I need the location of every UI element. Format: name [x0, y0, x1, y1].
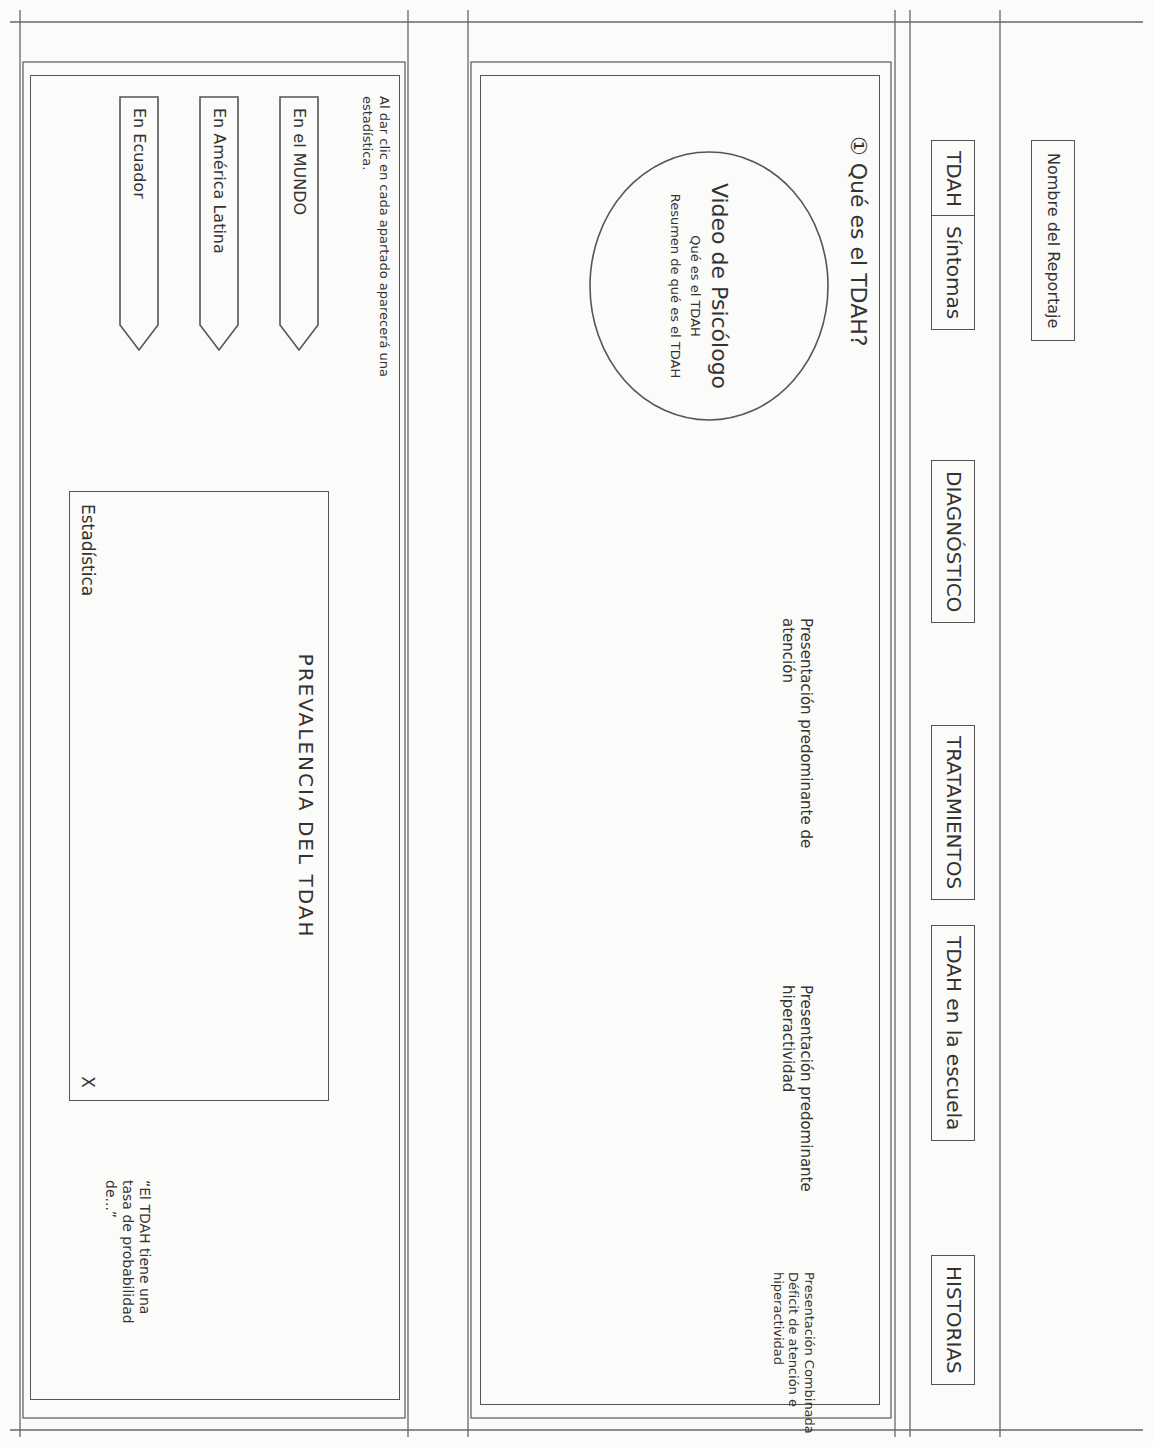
node-text: En el MUNDO [279, 96, 319, 351]
node-text: Nombre del Reportaje [1033, 153, 1074, 328]
node-text: En América Latina [199, 96, 239, 351]
nav-tab: TDAH [931, 140, 975, 218]
panel-frame [23, 62, 405, 1418]
bubble-outline [590, 152, 828, 420]
quote-note: “El TDAH tiene una tasa de probabilidad … [103, 1180, 153, 1330]
node-text: PREVALENCIA DEL TDAH [294, 492, 318, 1100]
node-text: TDAH [933, 151, 974, 207]
nav-tab: Síntomas [931, 215, 975, 330]
rule-line [407, 10, 408, 1437]
rule-line [999, 10, 1000, 1437]
tab-outline [200, 97, 238, 350]
panel-frame [471, 62, 891, 1418]
rule-line [909, 10, 910, 1437]
node-text: Al dar clic en cada apartado aparecerá u… [359, 96, 393, 426]
tab-arrow: En el MUNDO [279, 96, 319, 351]
node-text: TRATAMIENTOS [933, 736, 974, 889]
node-text: TDAH en la escuela [933, 936, 974, 1130]
nav-tab: TDAH en la escuela [931, 925, 975, 1141]
presentation-label: Presentación predominante hiperactividad [779, 985, 815, 1195]
tab-arrow: En América Latina [199, 96, 239, 351]
node-text: Video de Psicólogo [705, 183, 733, 389]
rule-line [894, 10, 895, 1437]
tab-arrow: En Ecuador [119, 96, 159, 351]
node-text: X [78, 1076, 98, 1088]
nav-tab: DIAGNÓSTICO [931, 460, 975, 623]
node-text: Estadística [78, 504, 98, 596]
rule-line [467, 10, 468, 1437]
title-box: Nombre del Reportaje [1031, 140, 1075, 341]
node-text: HISTORIAS [933, 1266, 974, 1374]
video-bubble: Video de PsicólogoQué es el TDAHResumen … [589, 151, 829, 421]
node-text: Síntomas [933, 226, 974, 319]
node-text: En Ecuador [119, 96, 159, 351]
node-text: Resumen de qué es el TDAH [665, 194, 685, 379]
nav-tab: TRATAMIENTOS [931, 725, 975, 900]
rule-line [10, 21, 1143, 22]
node-text: Qué es el TDAH [685, 235, 705, 337]
node-text: ① Qué es el TDAH? [846, 136, 871, 346]
tab-outline [120, 97, 158, 350]
page-rules [10, 10, 1143, 1437]
presentation-label: Presentación predominante de atención [779, 618, 815, 868]
content-panel: ① Qué es el TDAH? Video de PsicólogoQué e… [480, 75, 880, 1405]
rule-line [10, 1429, 1143, 1430]
node-text: DIAGNÓSTICO [933, 471, 974, 612]
presentation-label: Presentación Combinada Déficit de atenci… [770, 1272, 817, 1442]
rule-line [19, 10, 20, 1437]
tab-outline [280, 97, 318, 350]
stat-popup: PREVALENCIA DEL TDAH EstadísticaX [69, 491, 329, 1101]
nav-tab: HISTORIAS [931, 1255, 975, 1385]
stats-panel: Al dar clic en cada apartado aparecerá u… [30, 75, 400, 1400]
